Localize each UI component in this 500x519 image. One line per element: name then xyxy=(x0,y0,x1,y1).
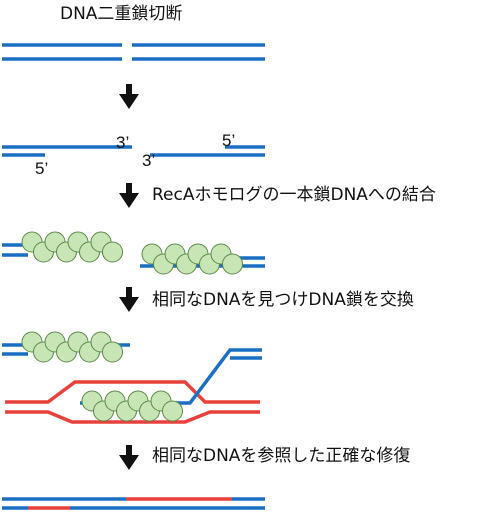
repaired-dna xyxy=(2,497,265,510)
end-label-left-5: 5’ xyxy=(35,159,49,178)
reca-protein xyxy=(162,400,183,422)
end-label-right-5: 5’ xyxy=(222,131,236,150)
step-arrow-1 xyxy=(119,84,139,109)
end-label-left-3: 3’ xyxy=(116,133,130,152)
end-label-right-3: 3’ xyxy=(142,151,156,170)
step-arrow-4 xyxy=(119,445,139,470)
strand-invasion xyxy=(2,331,262,424)
reca-filament-right xyxy=(141,243,243,275)
reca-protein xyxy=(102,341,123,363)
resected-ends xyxy=(2,145,265,157)
step-arrow-3 xyxy=(119,287,139,312)
reca-protein xyxy=(222,253,243,275)
homologous-dna-upper-strand xyxy=(5,380,260,404)
step-label-3: 相同なDNAを見つけDNA鎖を交換 xyxy=(152,290,414,310)
double-strand-break xyxy=(2,43,265,61)
reca-filaments xyxy=(2,231,265,275)
step-label-1: DNA二重鎖切断 xyxy=(60,4,183,24)
step-label-2: RecAホモログの一本鎖DNAへの結合 xyxy=(152,185,436,205)
reca-filament-upper xyxy=(21,331,123,363)
reca-filament-lower xyxy=(81,390,183,422)
step-label-4: 相同なDNAを参照した正確な修復 xyxy=(152,446,411,466)
reca-protein xyxy=(102,241,123,263)
homologous-dna-lower-strand xyxy=(5,410,260,424)
step-arrow-2 xyxy=(119,183,139,208)
reca-filament-left xyxy=(21,231,123,263)
